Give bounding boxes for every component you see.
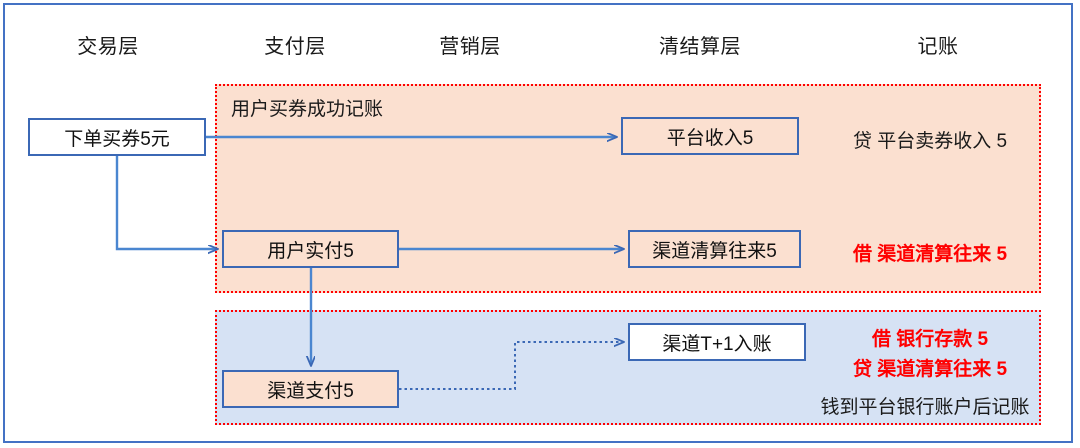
node-order-buy-coupon[interactable]: 下单买券5元 — [28, 118, 206, 156]
column-header-0: 交易层 — [77, 36, 139, 58]
region-title: 用户买券成功记账 — [231, 99, 384, 120]
node-user-actual-pay[interactable]: 用户实付5 — [222, 230, 399, 268]
node-channel-t1-entry[interactable]: 渠道T+1入账 — [628, 323, 806, 361]
entry-platform-coupon-income: 贷 平台卖券收入 5 — [852, 131, 1008, 152]
column-header-3: 清结算层 — [659, 36, 741, 58]
outer-frame — [3, 3, 1073, 443]
entry-channel-clearing-debit: 借 渠道清算往来 5 — [852, 244, 1008, 265]
entry-bank-deposit-debit: 借 银行存款 5 — [871, 329, 989, 350]
entry-bank-arrival-note: 钱到平台银行账户后记账 — [820, 397, 1030, 418]
entry-channel-clearing-credit: 贷 渠道清算往来 5 — [852, 359, 1008, 380]
column-header-1: 支付层 — [264, 36, 326, 58]
node-channel-clearing[interactable]: 渠道清算往来5 — [628, 230, 801, 268]
column-header-2: 营销层 — [439, 36, 501, 58]
node-channel-payment[interactable]: 渠道支付5 — [222, 370, 399, 408]
node-platform-income[interactable]: 平台收入5 — [621, 117, 799, 155]
column-header-4: 记账 — [917, 36, 959, 58]
